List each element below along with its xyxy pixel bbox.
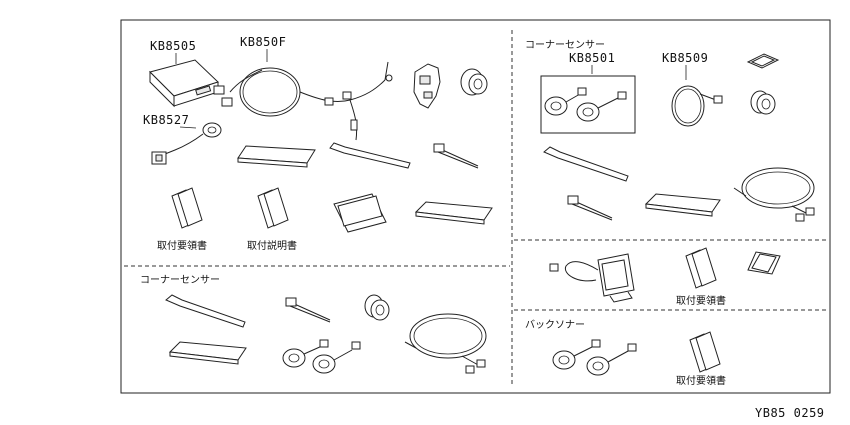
pad-strip-right bbox=[644, 193, 721, 217]
grommet-top-left bbox=[460, 68, 488, 96]
cable-tie-top bbox=[329, 142, 411, 169]
pad-strip-mid bbox=[414, 201, 493, 225]
back-sonar-sensor-pair bbox=[552, 339, 637, 376]
cable-tie-right bbox=[543, 146, 629, 182]
label-corner-sensor-upper: コーナーセンサー bbox=[525, 39, 605, 51]
label-install-guide-right-2: 取付要領書 bbox=[676, 374, 726, 387]
small-harness bbox=[671, 85, 723, 127]
label-install-manual: 取付説明書 bbox=[247, 239, 297, 252]
code-kb850f: KB850F bbox=[240, 35, 286, 49]
grommet-top-right bbox=[750, 90, 776, 115]
grommet-lower bbox=[364, 294, 390, 321]
code-kb8501: KB8501 bbox=[569, 51, 615, 65]
mounting-bracket bbox=[413, 63, 441, 109]
diagram-id: YB85 0259 bbox=[755, 406, 825, 420]
cable-tie-lower bbox=[165, 294, 246, 328]
code-kb8509: KB8509 bbox=[662, 51, 708, 65]
manual-install-instructions bbox=[257, 187, 289, 229]
pad-strip-top bbox=[237, 145, 316, 168]
clip-top bbox=[433, 143, 479, 169]
code-kb8527: KB8527 bbox=[143, 113, 189, 127]
corner-sensor-pair-lower bbox=[282, 339, 361, 374]
label-install-guide-right-1: 取付要領書 bbox=[676, 294, 726, 307]
pad-small-square bbox=[746, 53, 780, 69]
manual-right-2 bbox=[747, 251, 781, 275]
diagram-frame bbox=[120, 19, 831, 394]
sensor-harness-right bbox=[733, 167, 815, 222]
label-install-guide: 取付要領書 bbox=[157, 239, 207, 252]
corner-sensor-pair-upper bbox=[544, 87, 627, 122]
sensor-harness-lower bbox=[404, 313, 487, 374]
display-monitor bbox=[549, 253, 635, 303]
clip-lower bbox=[285, 297, 331, 323]
clip-right bbox=[567, 195, 613, 221]
ecu-unit bbox=[149, 59, 219, 108]
buzzer bbox=[151, 122, 222, 165]
kit-box-kb8501 bbox=[540, 75, 636, 134]
manual-back-sonar bbox=[689, 331, 721, 373]
manual-install-guide bbox=[171, 187, 203, 229]
label-back-sonar: バックソナー bbox=[525, 319, 585, 331]
pad-sheet-stack bbox=[333, 193, 387, 233]
label-corner-sensor-lower: コーナーセンサー bbox=[140, 274, 220, 286]
manual-right-1 bbox=[685, 247, 717, 289]
code-kb8505: KB8505 bbox=[150, 39, 196, 53]
main-harness bbox=[213, 61, 393, 141]
pad-strip-lower bbox=[168, 341, 247, 365]
